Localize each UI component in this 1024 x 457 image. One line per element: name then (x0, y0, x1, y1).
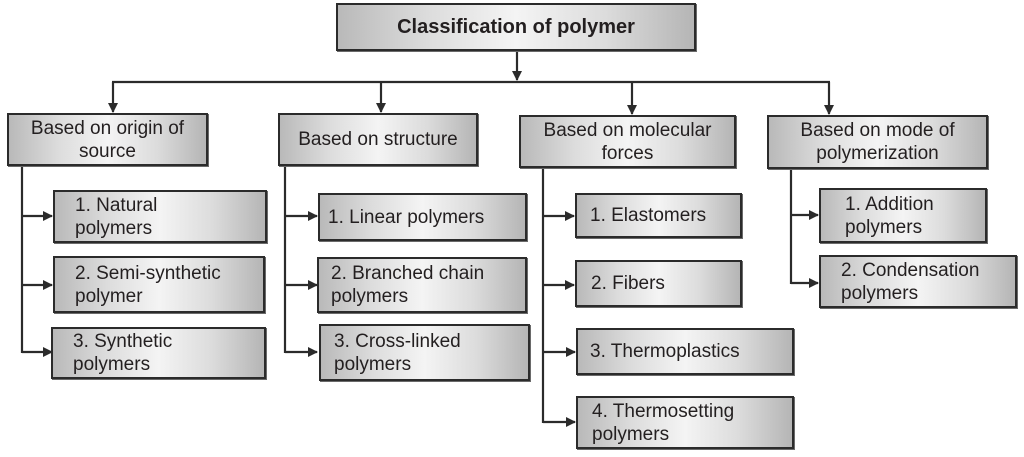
category-label: Based on origin of source (30, 117, 185, 162)
item-elastomers: 1. Elastomers (575, 193, 742, 238)
item-linear-polymers: 1. Linear polymers (318, 193, 527, 241)
category-label: Based on molecular forces (543, 119, 712, 164)
category-label: Based on structure (298, 129, 458, 150)
item-label: 1. Natural polymers (75, 194, 158, 239)
item-condensation-polymers: 2. Condensation polymers (819, 255, 1017, 308)
item-addition-polymers: 1. Addition polymers (819, 188, 987, 243)
category-origin-of-source: Based on origin of source (7, 113, 208, 166)
root-node: Classification of polymer (336, 3, 696, 51)
item-fibers: 2. Fibers (575, 260, 742, 307)
item-label: 3. Thermoplastics (590, 341, 740, 362)
category-label: Based on mode of polymerization (800, 120, 955, 164)
item-label: 1. Addition polymers (845, 193, 934, 238)
item-label: 2. Condensation polymers (841, 259, 980, 304)
item-branched-chain-polymers: 2. Branched chain polymers (317, 257, 527, 313)
category-molecular-forces: Based on molecular forces (519, 115, 736, 168)
item-label: 3. Cross-linked polymers (334, 330, 461, 375)
root-label: Classification of polymer (397, 15, 635, 38)
item-semi-synthetic-polymer: 2. Semi-synthetic polymer (53, 256, 265, 313)
item-label: 2. Semi-synthetic polymer (75, 262, 221, 307)
item-thermosetting-polymers: 4. Thermosetting polymers (576, 396, 794, 449)
item-label: 1. Linear polymers (328, 206, 485, 228)
item-synthetic-polymers: 3. Synthetic polymers (51, 327, 266, 379)
item-label: 2. Fibers (591, 273, 665, 294)
item-label: 1. Elastomers (590, 205, 707, 226)
item-cross-linked-polymers: 3. Cross-linked polymers (319, 324, 530, 381)
category-structure: Based on structure (278, 113, 478, 166)
item-label: 3. Synthetic polymers (73, 331, 173, 375)
item-label: 2. Branched chain polymers (331, 263, 485, 307)
category-mode-of-polymerization: Based on mode of polymerization (767, 115, 988, 169)
item-thermoplastics: 3. Thermoplastics (576, 328, 794, 375)
item-natural-polymers: 1. Natural polymers (53, 190, 267, 243)
item-label: 4. Thermosetting polymers (592, 400, 735, 445)
